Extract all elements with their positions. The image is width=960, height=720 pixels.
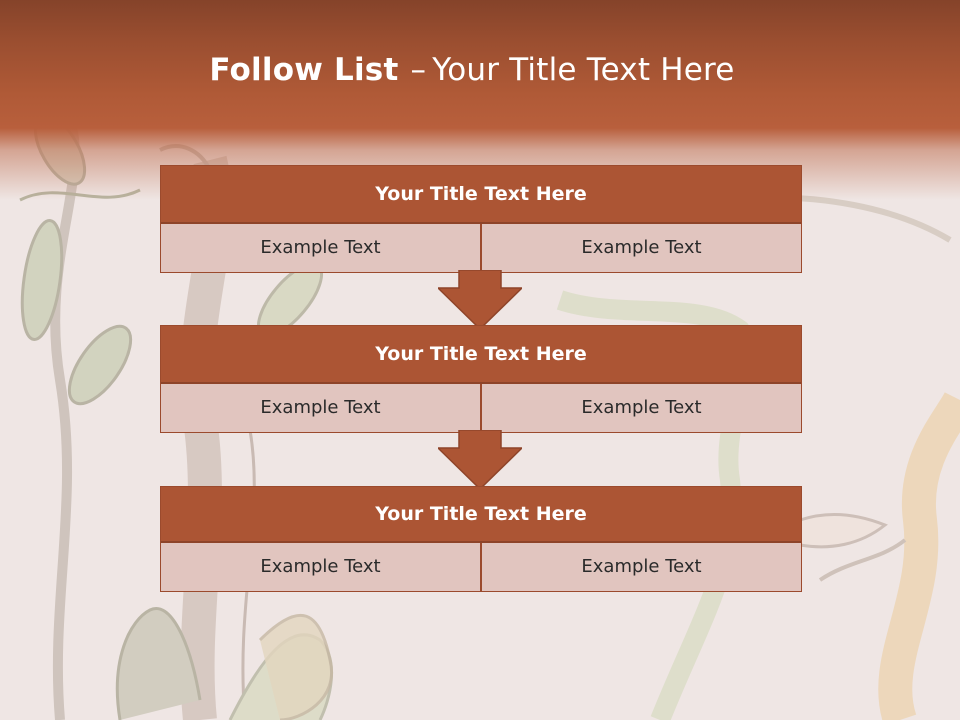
down-arrow-icon xyxy=(438,270,522,330)
step-row: Example Text Example Text xyxy=(161,224,801,272)
step-cell-right: Example Text xyxy=(480,224,801,272)
step-cell-right: Example Text xyxy=(480,384,801,432)
step-cell-left: Example Text xyxy=(161,543,480,591)
step-cell-left: Example Text xyxy=(161,384,480,432)
step-cell-right: Example Text xyxy=(480,543,801,591)
step-cell-left: Example Text xyxy=(161,224,480,272)
slide-title-bold: Follow List xyxy=(209,52,399,88)
step-box-1: Your Title Text Here Example Text Exampl… xyxy=(160,165,802,273)
slide-title-separator: – xyxy=(410,52,427,88)
slide-title-rest: Your Title Text Here xyxy=(432,52,735,88)
step-box-2: Your Title Text Here Example Text Exampl… xyxy=(160,325,802,433)
step-title: Your Title Text Here xyxy=(161,166,801,224)
step-box-3: Your Title Text Here Example Text Exampl… xyxy=(160,486,802,592)
step-row: Example Text Example Text xyxy=(161,384,801,432)
step-row: Example Text Example Text xyxy=(161,543,801,591)
slide-title: Follow List–Your Title Text Here xyxy=(0,52,944,88)
step-title: Your Title Text Here xyxy=(161,487,801,543)
down-arrow-icon xyxy=(438,430,522,490)
step-title: Your Title Text Here xyxy=(161,326,801,384)
